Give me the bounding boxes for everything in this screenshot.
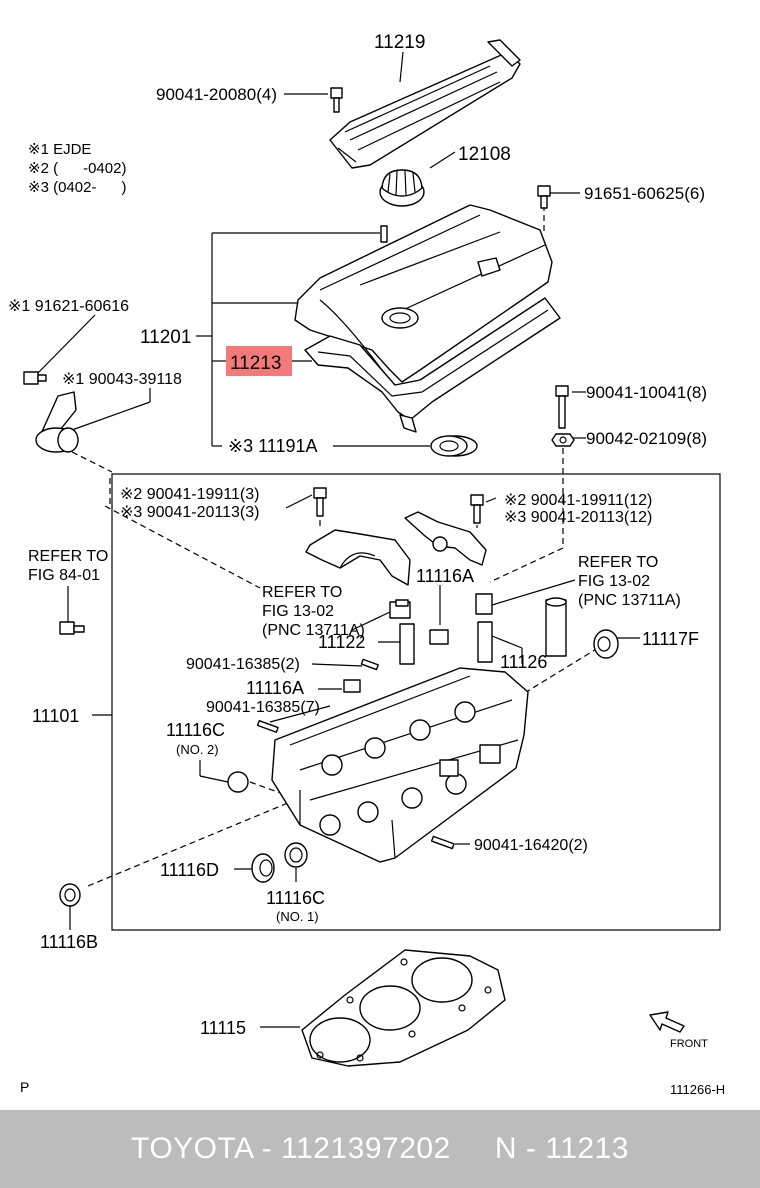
label-91651-60625[interactable]: 91651-60625(6) (584, 184, 705, 203)
label-11101[interactable]: 11101 (32, 706, 79, 726)
label-11116A-top[interactable]: 11116A (416, 566, 474, 586)
label-11126[interactable]: 11126 (500, 652, 547, 672)
seal-11116D (251, 853, 275, 883)
leader-lines (37, 51, 721, 1028)
refer-13-02-left-line1[interactable]: REFER TO (262, 584, 342, 601)
seal-11116C-no1 (284, 842, 308, 868)
refer-13-02-right-line3[interactable]: (PNC 13711A) (578, 592, 681, 609)
refer-13-02-right-line1[interactable]: REFER TO (578, 554, 658, 571)
front-label: FRONT (670, 1038, 708, 1050)
label-no1: (NO. 1) (276, 909, 319, 924)
highlight-box (226, 346, 292, 376)
refer-13-02-left-line2[interactable]: FIG 13-02 (262, 603, 334, 620)
label-11116B[interactable]: 11116B (40, 932, 98, 952)
label-11116A-mid[interactable]: 11116A (246, 678, 304, 698)
label-11115[interactable]: 11115 (200, 1018, 246, 1038)
plug-seal-11191A (430, 435, 478, 457)
corner-p: P (20, 1079, 29, 1095)
label-11191A[interactable]: ※3 11191A (228, 436, 317, 456)
refer-84-01-line1[interactable]: REFER TO (28, 548, 108, 565)
figure-code: 111266-H (670, 1082, 725, 1097)
sensor-part (59, 621, 85, 635)
label-11117F[interactable]: 11117F (642, 629, 699, 649)
camshaft-bearing-cap-right (404, 494, 487, 566)
footer-bar: TOYOTA - 1121397202 N - 11213 (0, 1110, 760, 1188)
label-90041-16385-2[interactable]: 90041-16385(2) (186, 656, 300, 673)
note-3: ※3 (0402- ) (28, 179, 126, 196)
label-90041-19911-3[interactable]: ※2 90041-19911(3) (120, 486, 259, 503)
label-90041-20113-3[interactable]: ※3 90041-20113(3) (120, 504, 259, 521)
refer-84-01-line2[interactable]: FIG 84-01 (28, 567, 100, 584)
washer-90042 (551, 433, 575, 447)
label-90041-19911-12[interactable]: ※2 90041-19911(12) (504, 492, 652, 509)
label-90041-20113-12[interactable]: ※3 90041-20113(12) (504, 509, 652, 526)
label-12108[interactable]: 12108 (458, 144, 511, 165)
seal-11116C-no2 (227, 771, 249, 793)
bracket-90043 (23, 371, 79, 453)
label-11116D[interactable]: 11116D (160, 860, 219, 880)
head-gasket-11115 (301, 949, 506, 1067)
label-11116C-no1[interactable]: 11116C (266, 888, 325, 908)
label-no2: (NO. 2) (176, 742, 219, 757)
cylinder-head-cover-11201 (294, 204, 553, 383)
note-1: ※1 EJDE (28, 141, 91, 158)
label-11219[interactable]: 11219 (374, 32, 425, 53)
note-2: ※2 ( -0402) (28, 160, 126, 177)
bolt-icon (537, 185, 551, 209)
oil-filler-cap-12108 (379, 169, 425, 207)
label-11122[interactable]: 11122 (318, 632, 365, 652)
refer-13-02-left-line3[interactable]: (PNC 13711A) (262, 622, 365, 639)
stud-bolts (256, 658, 455, 850)
plug-11117F (593, 629, 619, 659)
parts-diagram: ※1 EJDE ※2 ( -0402) ※3 (0402- ) 11219 90… (8, 32, 725, 1097)
label-11213[interactable]: 11213 (230, 353, 281, 374)
front-arrow-icon (649, 1011, 685, 1033)
label-90041-16385-7[interactable]: 90041-16385(7) (206, 699, 320, 716)
valve-guide-bushings (389, 593, 567, 665)
label-91621-60616[interactable]: ※1 91621-60616 (8, 298, 129, 315)
label-90042-02109[interactable]: 90042-02109(8) (586, 429, 707, 448)
camshaft-bearing-cap-left (305, 487, 411, 586)
label-90041-16420[interactable]: 90041-16420(2) (474, 837, 588, 854)
label-90041-10041[interactable]: 90041-10041(8) (586, 383, 707, 402)
head-cover-gasket-11213 (304, 297, 561, 433)
footer-text: TOYOTA - 1121397202 N - 11213 (131, 1132, 629, 1165)
label-11201[interactable]: 11201 (140, 327, 191, 348)
label-90041-20080[interactable]: 90041-20080(4) (156, 85, 277, 104)
bolt-90041-10041 (555, 385, 569, 429)
bolt-icon (330, 87, 343, 113)
seal-11116B (59, 883, 81, 907)
cylinder-head-11101 (271, 667, 529, 863)
refer-13-02-right-line2[interactable]: FIG 13-02 (578, 573, 650, 590)
head-cover-11219 (329, 39, 521, 169)
label-11116C-no2[interactable]: 11116C (166, 720, 225, 740)
label-90043-39118[interactable]: ※1 90043-39118 (62, 371, 182, 388)
